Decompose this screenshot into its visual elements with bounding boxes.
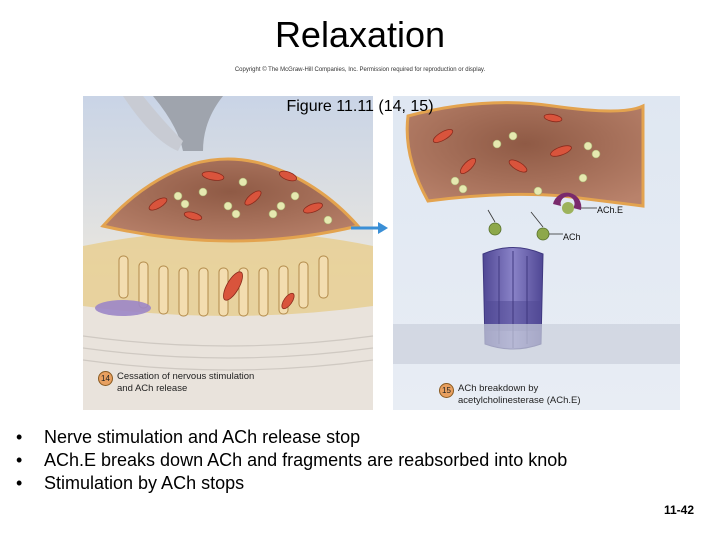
axon-terminal-right bbox=[405, 101, 645, 208]
figure-label: Figure 11.11 (14, 15) bbox=[286, 98, 434, 115]
bullet-item: •Stimulation by ACh stops bbox=[16, 473, 245, 493]
ach-fragment-arrows bbox=[487, 209, 544, 228]
step-text-line: acetylcholinesterase (ACh.E) bbox=[458, 395, 581, 406]
synaptic-vesicles-left bbox=[173, 177, 333, 225]
bullet-item: •ACh.E breaks down ACh and fragments are… bbox=[16, 450, 568, 470]
bullet-text: Stimulation by ACh stops bbox=[44, 473, 245, 493]
ache-enzyme bbox=[553, 192, 582, 214]
sarcolemma-lines bbox=[83, 335, 374, 371]
step-text-line: and ACh release bbox=[117, 383, 188, 394]
mitochondria-left bbox=[148, 170, 323, 221]
step-number-badge: 15 bbox=[439, 383, 454, 398]
bullet-text: Nerve stimulation and ACh release stop bbox=[44, 427, 361, 447]
ach-label: ACh bbox=[563, 232, 581, 242]
slide-title: Relaxation bbox=[274, 14, 446, 55]
axon bbox=[153, 96, 223, 151]
transition-arrow bbox=[351, 222, 388, 234]
bullet-list: •Nerve stimulation and ACh release stop … bbox=[16, 426, 696, 495]
postsynaptic-membrane bbox=[393, 324, 680, 364]
axon-sheath bbox=[123, 96, 183, 151]
ache-label: ACh.E bbox=[597, 205, 624, 215]
synaptic-vesicles-right bbox=[450, 131, 601, 196]
bullet-text: ACh.E breaks down ACh and fragments are … bbox=[44, 450, 568, 470]
copyright-notice: Copyright © The McGraw-Hill Companies, I… bbox=[234, 67, 486, 73]
muscle-mitochondria bbox=[223, 271, 295, 310]
schwann-cell bbox=[95, 300, 151, 316]
step-text-line: ACh breakdown by bbox=[458, 383, 539, 394]
step-text-line: Cessation of nervous stimulation bbox=[117, 371, 255, 382]
neuromuscular-junction-illustration bbox=[83, 96, 680, 410]
bullet-item: •Nerve stimulation and ACh release stop bbox=[16, 427, 361, 447]
step-number-badge: 14 bbox=[98, 371, 113, 386]
slide-number: 11-42 bbox=[663, 503, 694, 517]
mitochondria-right bbox=[432, 113, 572, 175]
junctional-folds bbox=[118, 255, 329, 317]
